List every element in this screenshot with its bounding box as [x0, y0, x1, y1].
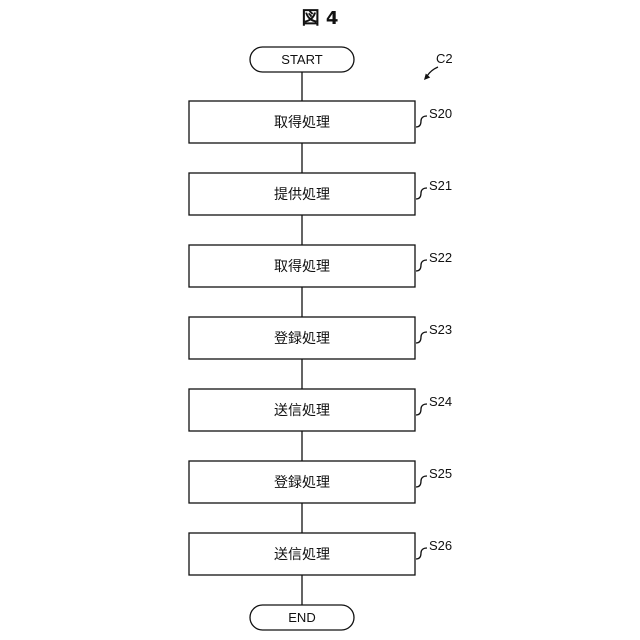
step-id: S21	[429, 178, 452, 193]
step-s21: 提供処理 S21	[189, 173, 452, 215]
flow-id-arrowhead	[424, 74, 430, 81]
flow-id-label: C2	[436, 51, 453, 66]
figure-title: 図 4	[302, 8, 339, 29]
step-s24: 送信処理 S24	[189, 389, 452, 431]
end-terminal-label: END	[288, 610, 315, 625]
step-leader-line	[416, 188, 427, 199]
start-terminal-label: START	[281, 52, 322, 67]
step-s22: 取得処理 S22	[189, 245, 452, 287]
process-label: 送信処理	[274, 547, 330, 563]
step-leader-line	[416, 332, 427, 343]
step-leader-line	[416, 260, 427, 271]
process-label: 提供処理	[274, 187, 330, 203]
step-s20: 取得処理 S20	[189, 101, 452, 143]
process-label: 取得処理	[274, 258, 330, 275]
step-leader-line	[416, 116, 427, 127]
step-id: S26	[429, 538, 452, 553]
step-id: S20	[429, 106, 452, 121]
end-terminal: END	[250, 605, 354, 630]
process-label: 送信処理	[274, 403, 330, 419]
process-label: 登録処理	[274, 331, 330, 347]
step-id: S24	[429, 394, 452, 409]
step-id: S22	[429, 250, 452, 265]
step-id: S23	[429, 322, 452, 337]
step-leader-line	[416, 548, 427, 559]
step-s25: 登録処理 S25	[189, 461, 452, 503]
start-terminal: START	[250, 47, 354, 72]
flow-id-arrow-line	[427, 67, 438, 76]
process-label: 取得処理	[274, 114, 330, 131]
step-leader-line	[416, 404, 427, 415]
step-s23: 登録処理 S23	[189, 317, 452, 359]
step-s26: 送信処理 S26	[189, 533, 452, 575]
flow-id-callout: C2	[424, 51, 453, 80]
step-leader-line	[416, 476, 427, 487]
step-id: S25	[429, 466, 452, 481]
process-label: 登録処理	[274, 475, 330, 491]
